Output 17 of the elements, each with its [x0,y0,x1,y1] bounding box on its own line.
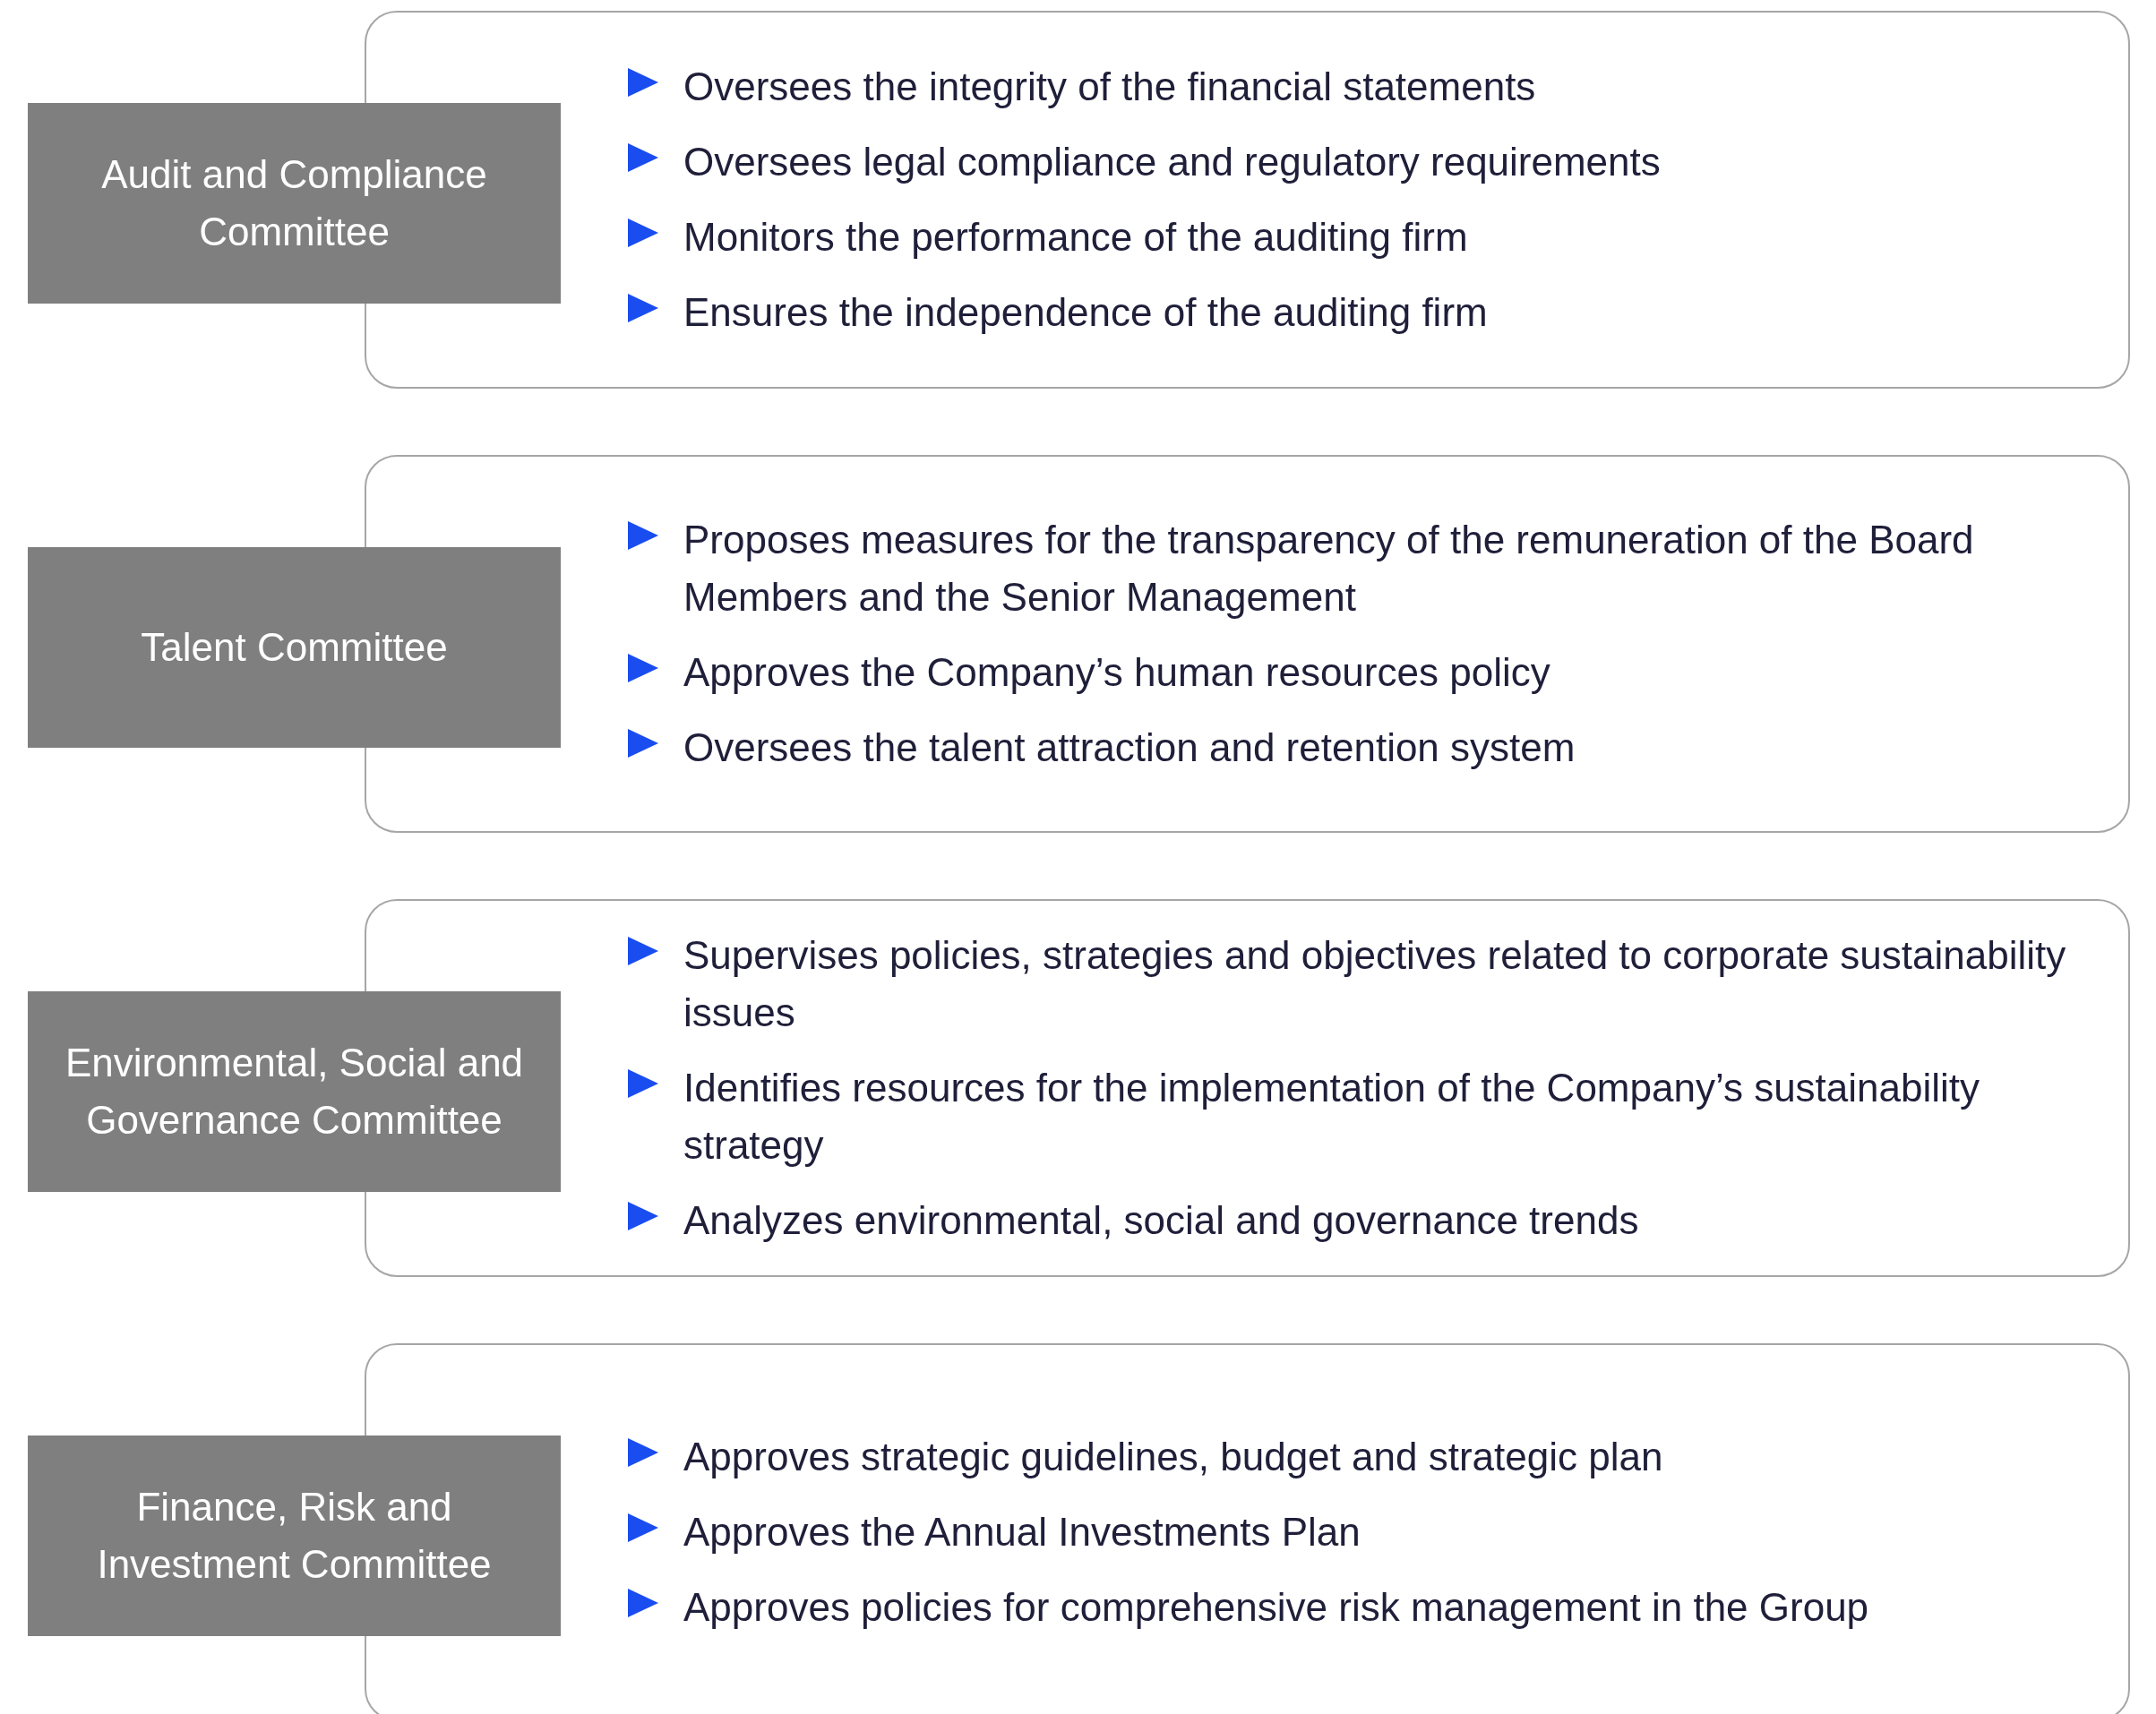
committee-box: Audit and Compliance Committee [28,103,561,304]
bullet-text: Identifies resources for the implementation of the Company’s sustainability strategy [683,1065,1981,1169]
bullet-text: Approves the Annual Investments Plan [683,1509,1361,1555]
committee-box: Finance, Risk and Investment Committee [28,1435,561,1636]
bullet-text: Proposes measures for the transparency of the remuneration of the Board Members and the Senior Management [683,517,1975,621]
bullet-text: Approves strategic guidelines, budget and strategic plan [683,1434,1663,1480]
committee-box: Environmental, Social and Governance Committee [28,991,561,1192]
bullet-text: Oversees the talent attraction and retention system [683,724,1576,771]
bullet-text: Monitors the performance of the auditing firm [683,214,1468,261]
bullet-text: Approves the Company’s human resources policy [683,649,1550,696]
committee-box: Talent Committee [28,547,561,748]
bullet-text: Ensures the independence of the auditing firm [683,289,1488,336]
bullet-text: Oversees legal compliance and regulatory requirements [683,139,1661,185]
bullet-text: Oversees the integrity of the financial statements [683,64,1536,110]
bullet-text: Approves policies for comprehensive risk management in the Group [683,1584,1869,1631]
bullet-text: Analyzes environmental, social and governance trends [683,1197,1639,1244]
bullet-text: Supervises policies, strategies and objectives related to corporate sustainability issues [683,932,2067,1036]
